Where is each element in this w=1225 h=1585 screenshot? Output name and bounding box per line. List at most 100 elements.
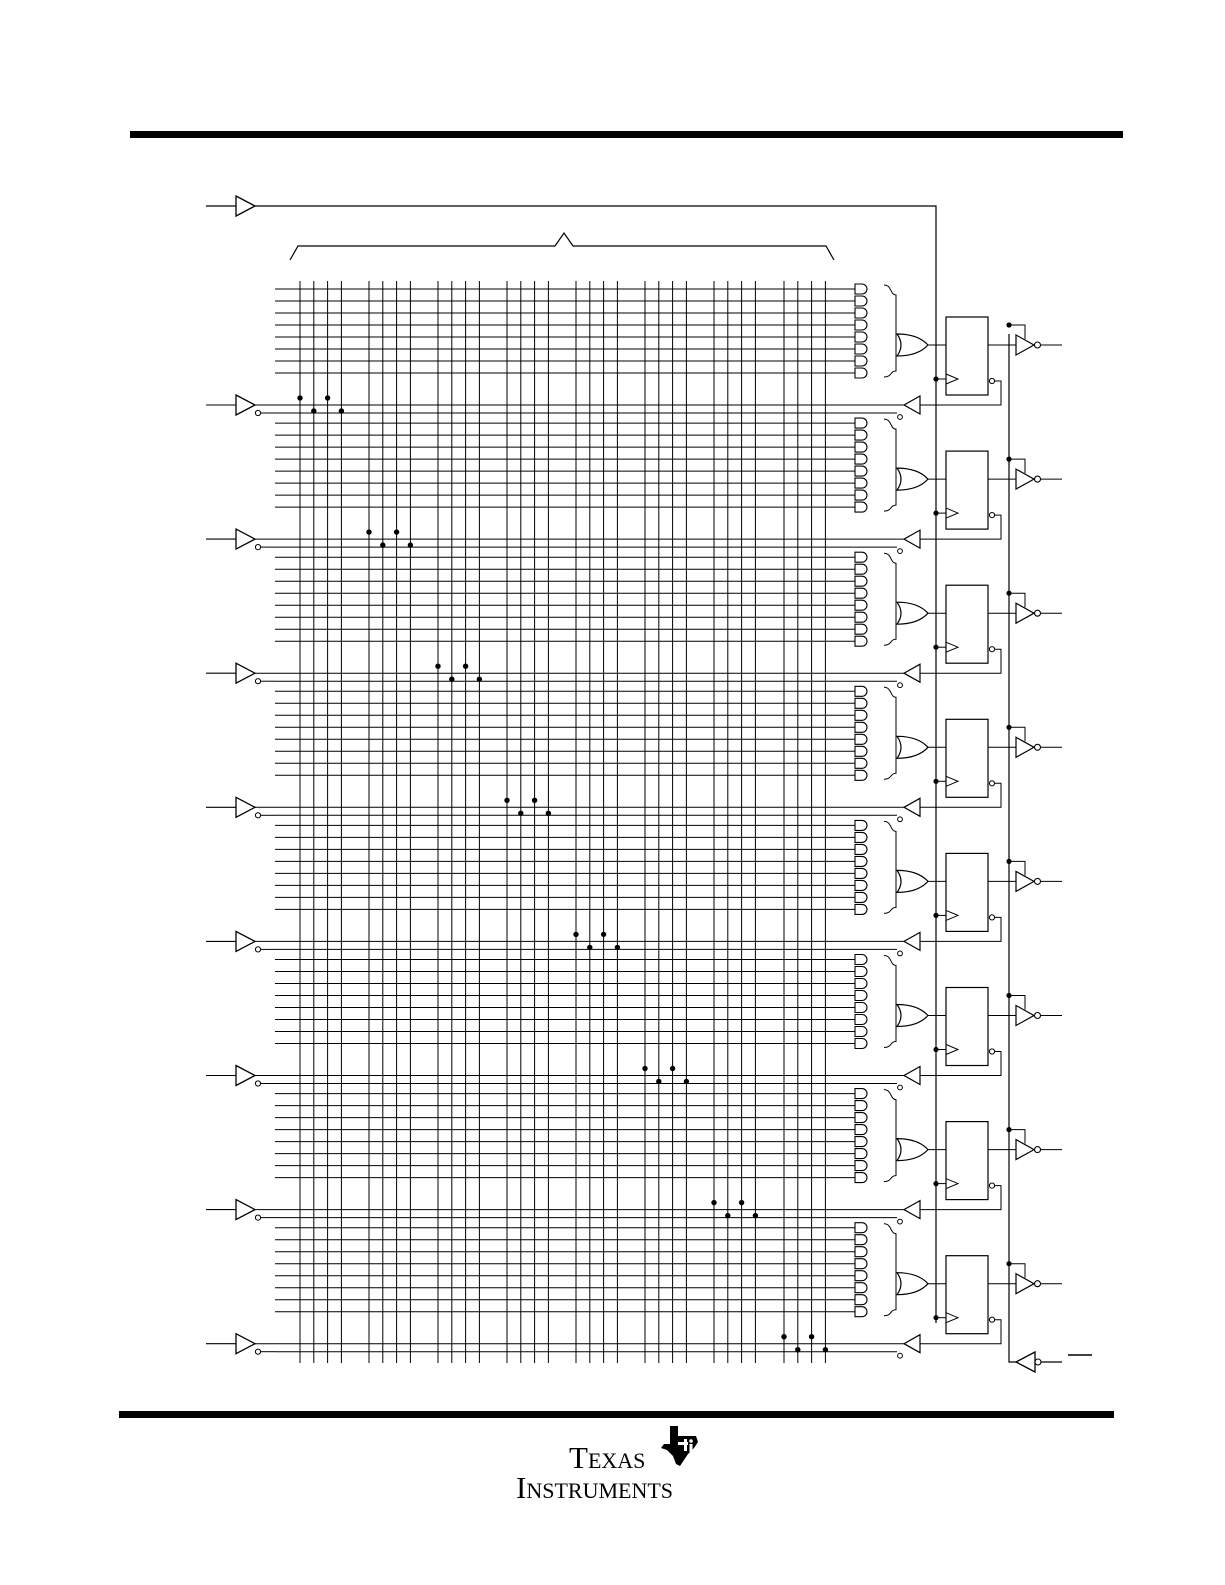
and-gate-icon [855,502,867,512]
clock-line [255,206,936,1323]
connection-dot [311,408,316,413]
connection-dot [781,1334,786,1339]
input-bubble [255,1349,260,1354]
and-gate-icon [855,844,867,854]
and-gate-icon [855,1137,867,1147]
and-gate-icon [855,636,867,646]
and-gate-icon [855,1149,867,1159]
qbar-bubble [989,378,994,383]
and-gate-icon [855,466,867,476]
feedback-bubble [898,1085,903,1090]
register-box [946,853,988,931]
and-gate-icon [855,1173,867,1183]
and-gate-icon [855,1003,867,1013]
output-bubble [1035,744,1041,750]
or-gate-icon [897,1273,928,1295]
connection-dot [408,542,413,547]
and-gate-icon [855,612,867,622]
logo-instruments-text: INSTRUMENTS [516,1470,673,1506]
and-gate-icon [855,454,867,464]
or-gate-icon [897,736,928,758]
and-gate-icon [855,368,867,378]
and-gate-icon [855,880,867,890]
oe-buffer-bubble [1035,1359,1041,1365]
qbar-bubble [989,1183,994,1188]
and-gate-icon [855,1247,867,1257]
and-gate-icon [855,967,867,977]
connection-dot [587,945,592,950]
and-gate-icon [855,284,867,294]
input-bubble [255,1215,260,1220]
product-term-bracket [884,553,896,645]
register-box [946,451,988,529]
connection-dot [615,945,620,950]
connection-dot [642,1066,647,1071]
feedback-bubble [898,683,903,688]
and-gate-icon [855,478,867,488]
product-term-bracket [884,687,896,779]
clock-junction-dot [933,645,938,650]
feedback-buffer-icon [904,1067,920,1085]
and-gate-icon [855,552,867,562]
column-group-brace [290,233,834,260]
connection-dot [809,1334,814,1339]
macrocell-1 [275,284,1062,419]
feedback-bubble [898,1219,903,1224]
connection-dot [504,798,509,803]
input-buffer-icon [236,395,255,415]
output-bubble [1035,1147,1041,1153]
connection-dot [670,1066,675,1071]
oe-enable-line [1009,334,1016,1362]
and-gate-icon [855,904,867,914]
feedback-buffer-icon [904,664,920,682]
product-term-bracket [884,821,896,913]
feedback-buffer-icon [904,932,920,950]
or-gate-icon [897,602,928,624]
connection-dot [823,1347,828,1352]
input-buffer-icon [236,1066,255,1086]
and-gate-icon [855,758,867,768]
macrocell-5 [275,820,1062,955]
macrocell-6 [275,955,1062,1090]
and-gate-icon [855,430,867,440]
connection-dot [753,1213,758,1218]
feedback-bubble [898,817,903,822]
input-buffer-icon [236,931,255,951]
qbar-bubble [989,513,994,518]
connection-dot [449,677,454,682]
feedback-bubble [898,1353,903,1358]
clock-junction-dot [933,376,938,381]
logo-instruments-rest: NSTRUMENTS [526,1478,673,1503]
feedback-buffer-icon [904,396,920,414]
feedback-bubble [898,951,903,956]
register-box [946,317,988,395]
input-bubble [255,813,260,818]
input-buffer-icon [236,1334,255,1354]
connection-dot [725,1213,730,1218]
or-gate-icon [897,468,928,490]
connection-dot [573,932,578,937]
and-gate-icon [855,686,867,696]
connection-dot [297,395,302,400]
register-box [946,585,988,663]
and-gate-icon [855,1039,867,1049]
and-gate-icon [855,1089,867,1099]
feedback-buffer-icon [904,530,920,548]
feedback-buffer-icon [904,798,920,816]
and-gate-icon [855,820,867,830]
connection-dot [711,1200,716,1205]
and-gate-icon [855,710,867,720]
clock-junction-dot [933,913,938,918]
output-bubble [1035,878,1041,884]
and-gate-icon [855,722,867,732]
and-gate-icon [855,1271,867,1281]
connection-dot [435,664,440,669]
connection-dot [546,811,551,816]
register-box [946,988,988,1066]
output-bubble [1035,610,1041,616]
and-gate-icon [855,1015,867,1025]
and-gate-icon [855,320,867,330]
and-gate-icon [855,979,867,989]
input-bubble [255,1081,260,1086]
